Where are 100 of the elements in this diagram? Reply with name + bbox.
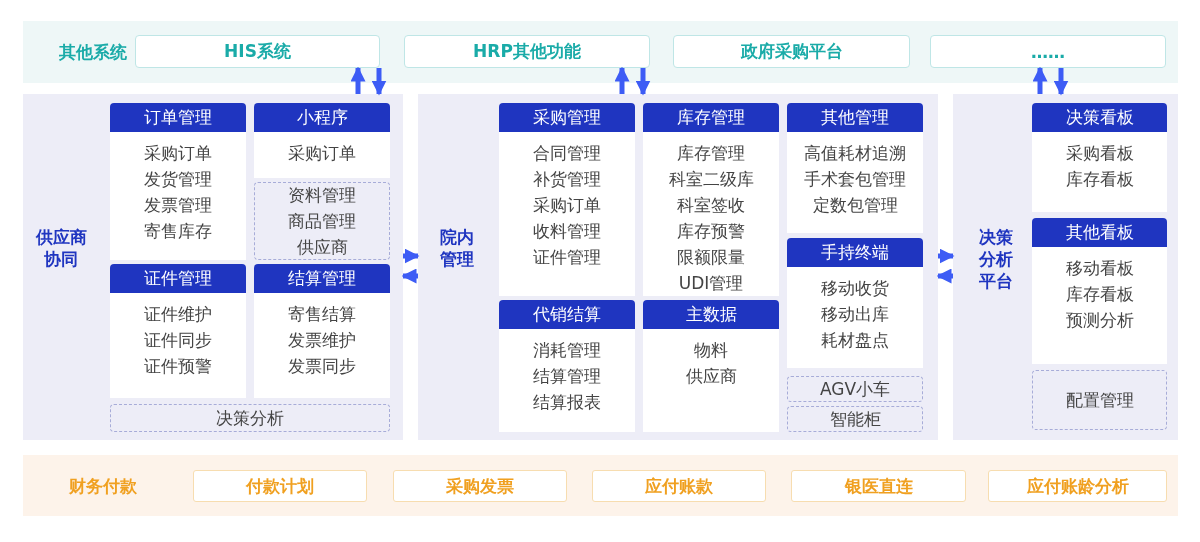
list-item: 寄售结算: [288, 303, 356, 326]
band-label: 财务付款: [68, 474, 138, 498]
system-box: [930, 35, 1166, 68]
module-card: [1032, 103, 1167, 212]
arrow: [1032, 66, 1048, 94]
list-item: 供应商: [296, 236, 348, 259]
band-label: 其他系统: [58, 41, 128, 64]
card-header: 决策看板: [1032, 103, 1167, 132]
list-item: 物料: [694, 339, 728, 362]
module-card: [110, 264, 246, 398]
module-card: [1032, 218, 1167, 364]
list-item: 发票管理: [144, 194, 212, 217]
system-name: ……: [1031, 41, 1065, 62]
system-box: [135, 35, 380, 68]
panel-title: 供应商协同: [34, 226, 88, 271]
arrow: [936, 268, 953, 284]
list-item: 库存预警: [677, 220, 745, 243]
list-item: 发票维护: [288, 329, 356, 352]
list-item: 移动看板: [1065, 257, 1134, 280]
module-card: [787, 238, 923, 368]
card-header: 证件管理: [110, 264, 246, 293]
list-item: 预测分析: [1065, 309, 1134, 332]
list-item: 合同管理: [533, 142, 601, 165]
list-item: 证件维护: [144, 303, 212, 326]
list-item: 采购订单: [144, 142, 212, 165]
system-name: 应付账款: [645, 474, 713, 498]
module-panel: [23, 94, 403, 440]
module-card: [787, 103, 923, 233]
list-item: 库存管理: [677, 142, 745, 165]
finance-box: [988, 470, 1167, 502]
module-card: [110, 103, 246, 260]
list-item: 供应商: [685, 365, 737, 388]
list-item: 库存看板: [1065, 168, 1134, 191]
list-item: 高值耗材追溯: [804, 142, 906, 165]
system-box: [404, 35, 650, 68]
system-box: [673, 35, 910, 68]
module-card: [499, 300, 635, 432]
system-name: HRP其他功能: [473, 40, 581, 63]
panel-title: 院内管理: [439, 226, 475, 271]
system-name: HIS系统: [224, 40, 291, 63]
system-band: [23, 21, 1178, 83]
list-item: AGV小车: [819, 378, 891, 401]
dashed-box: [254, 182, 390, 260]
finance-box: [193, 470, 367, 502]
arrow: [371, 68, 387, 96]
panel-title: 决策分析平台: [978, 226, 1014, 293]
module-card: [254, 103, 390, 178]
list-item: 收料管理: [533, 220, 601, 243]
finance-band: [23, 455, 1178, 516]
system-name: 应付账龄分析: [1026, 474, 1129, 498]
list-item: 库存看板: [1065, 283, 1134, 306]
arrow: [1053, 68, 1069, 96]
list-item: 寄售库存: [144, 220, 212, 243]
list-item: 消耗管理: [533, 339, 601, 362]
dashed-box: [1032, 370, 1167, 430]
system-name: 付款计划: [246, 474, 314, 498]
system-name: 政府采购平台: [740, 40, 843, 63]
module-card: [499, 103, 635, 296]
finance-box: [791, 470, 966, 502]
list-item: 配置管理: [1065, 389, 1134, 412]
list-item: 采购看板: [1065, 142, 1134, 165]
arrow: [614, 66, 630, 94]
list-item: 结算管理: [533, 365, 601, 388]
card-header: 手持终端: [787, 238, 923, 267]
list-item: 决策分析: [216, 407, 284, 430]
arrow: [938, 248, 955, 264]
list-item: 移动出库: [821, 303, 889, 326]
system-name: 采购发票: [446, 474, 514, 498]
card-header: 库存管理: [643, 103, 779, 132]
arrow: [350, 66, 366, 94]
list-item: 限额限量: [677, 246, 745, 269]
card-header: 主数据: [643, 300, 779, 329]
list-item: 采购订单: [288, 142, 356, 165]
list-item: 手术套包管理: [804, 168, 906, 191]
module-panel: [953, 94, 1178, 440]
list-item: 证件预警: [144, 355, 212, 378]
dashed-box: [787, 376, 923, 402]
list-item: 发票同步: [288, 355, 356, 378]
list-item: UDI管理: [678, 272, 744, 295]
list-item: 补货管理: [533, 168, 601, 191]
list-item: 证件同步: [144, 329, 212, 352]
list-item: 采购订单: [533, 194, 601, 217]
list-item: 智能柜: [829, 408, 881, 431]
module-panel: [418, 94, 938, 440]
list-item: 证件管理: [533, 246, 601, 269]
arrow: [635, 68, 651, 96]
list-item: 商品管理: [288, 210, 356, 233]
list-item: 结算报表: [533, 391, 601, 414]
finance-box: [592, 470, 766, 502]
card-header: 订单管理: [110, 103, 246, 132]
arrow: [401, 268, 418, 284]
list-item: 移动收货: [821, 277, 889, 300]
finance-box: [393, 470, 567, 502]
card-header: 其他看板: [1032, 218, 1167, 247]
card-header: 小程序: [254, 103, 390, 132]
card-header: 其他管理: [787, 103, 923, 132]
list-item: 科室二级库: [668, 168, 754, 191]
card-header: 结算管理: [254, 264, 390, 293]
card-header: 代销结算: [499, 300, 635, 329]
list-item: 科室签收: [677, 194, 745, 217]
